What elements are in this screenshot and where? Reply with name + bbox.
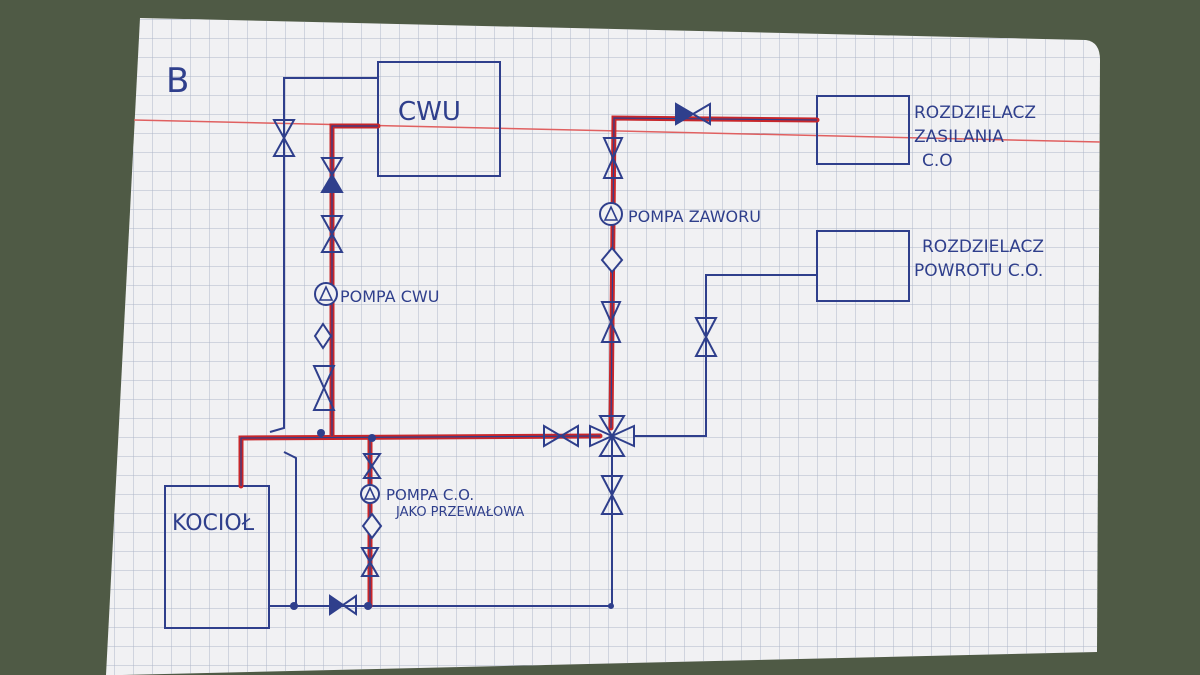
supply-manifold-box xyxy=(816,95,910,165)
corner-label: B xyxy=(166,61,189,101)
valve-icon xyxy=(694,317,718,357)
return-manifold-label-2: POWROTU C.O. xyxy=(914,261,1043,281)
valve-icon xyxy=(602,137,624,179)
valve-icon xyxy=(360,547,380,577)
pump-cwu-label: POMPA CWU xyxy=(340,287,439,306)
check-valve-icon xyxy=(322,176,342,192)
junction-dot xyxy=(364,602,372,610)
supply-manifold-label-3: C.O xyxy=(922,151,953,171)
valve-icon xyxy=(600,301,622,343)
junction-dot xyxy=(290,602,298,610)
boiler-label: KOCIOŁ xyxy=(172,511,255,536)
filter-icon xyxy=(600,246,624,274)
return-manifold-label-1: ROZDZIELACZ xyxy=(922,237,1044,257)
valve-icon xyxy=(543,424,579,448)
supply-manifold-label-2: ZASILANIA xyxy=(914,127,1004,147)
mixing-valve-icon xyxy=(589,415,635,457)
pump-triangles xyxy=(318,205,619,500)
junction-dot xyxy=(317,429,325,437)
junction-dot xyxy=(368,434,376,442)
junction-dot xyxy=(608,603,614,609)
return-manifold-box xyxy=(816,230,910,302)
supply-manifold-label-1: ROZDZIELACZ xyxy=(914,103,1036,123)
paper-grid xyxy=(106,18,1100,675)
check-valve-icon xyxy=(676,104,693,124)
filters xyxy=(313,246,624,540)
margin-line xyxy=(133,119,1101,143)
pump-ch-label-2: JAKO PRZEWAŁOWA xyxy=(395,505,524,520)
cwu-tank-box xyxy=(377,61,501,177)
check-valve-icon xyxy=(330,596,343,614)
filter-icon xyxy=(313,322,333,350)
valve-icon xyxy=(362,453,382,479)
pump-ch-label-1: POMPA C.O. xyxy=(386,486,474,504)
filter-icon xyxy=(361,512,383,540)
valve-icon xyxy=(320,215,344,253)
boiler-box xyxy=(164,485,270,629)
pump-mixing-valve-label: POMPA ZAWORU xyxy=(628,207,761,226)
valve-icon xyxy=(600,475,624,515)
valve-icon xyxy=(272,119,296,157)
cwu-tank-label: CWU xyxy=(398,97,461,127)
valve-icon xyxy=(312,365,336,411)
